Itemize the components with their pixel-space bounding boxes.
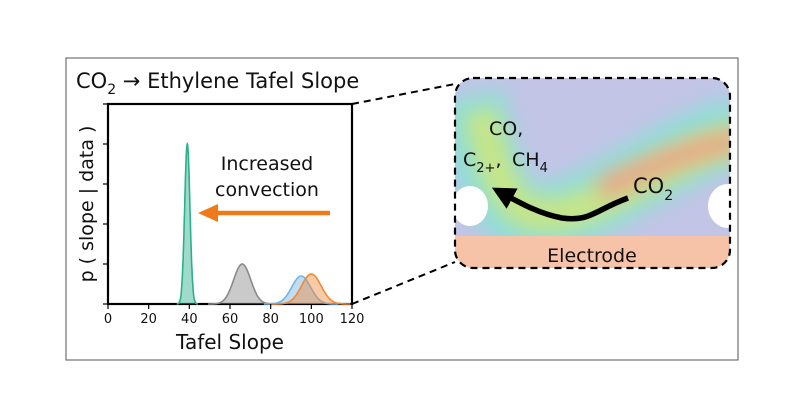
- electrode-label: Electrode: [547, 245, 637, 267]
- density-area-3: [272, 274, 351, 304]
- right-inlet: [708, 184, 730, 228]
- x-ticks: 0 20 40 60 80 100 120: [104, 304, 365, 327]
- x-tick-label: 60: [222, 312, 239, 327]
- annotation-line-1: Increased: [221, 153, 313, 175]
- species-ch4: CH4: [512, 149, 548, 176]
- x-axis-label: Tafel Slope: [175, 330, 284, 354]
- electrode-layer: [455, 236, 730, 268]
- annotation-line-2: convection: [215, 179, 319, 201]
- density-area-1: [208, 264, 277, 304]
- zoom-line-bottom: [351, 261, 456, 305]
- density-area-0: [176, 144, 198, 304]
- x-tick-label: 20: [140, 312, 157, 327]
- density-line-0: [176, 141, 198, 305]
- plot-area: [106, 102, 354, 306]
- species-c2: C2+,: [463, 149, 502, 176]
- left-inlet: [455, 186, 488, 226]
- density-area-2: [263, 276, 339, 304]
- y-axis-label: p ( slope | data ): [76, 126, 98, 283]
- density-curves: [176, 141, 351, 305]
- x-tick-label: 80: [262, 312, 279, 327]
- x-tick-label: 40: [181, 312, 198, 327]
- flow-arrow: [491, 187, 629, 222]
- tafel-plot: 0 20 40 60 80 100 120 Tafel Slope p ( slope | …: [76, 102, 365, 354]
- species-co: CO,: [489, 118, 523, 140]
- zoom-line-top: [351, 83, 456, 105]
- density-line-1: [208, 263, 277, 305]
- reactant-co2: CO2: [633, 174, 673, 204]
- figure-title: CO2 → Ethylene Tafel Slope: [76, 69, 359, 98]
- x-tick-label: 120: [340, 312, 365, 327]
- flow-inset: Electrode CO, C2+, CH4 CO2: [453, 76, 732, 270]
- x-tick-label: 0: [104, 312, 112, 327]
- y-ticks: [103, 103, 108, 305]
- x-tick-label: 100: [299, 312, 324, 327]
- density-line-3: [272, 273, 351, 305]
- inset-border: [453, 76, 732, 270]
- convection-arrow: [198, 204, 330, 222]
